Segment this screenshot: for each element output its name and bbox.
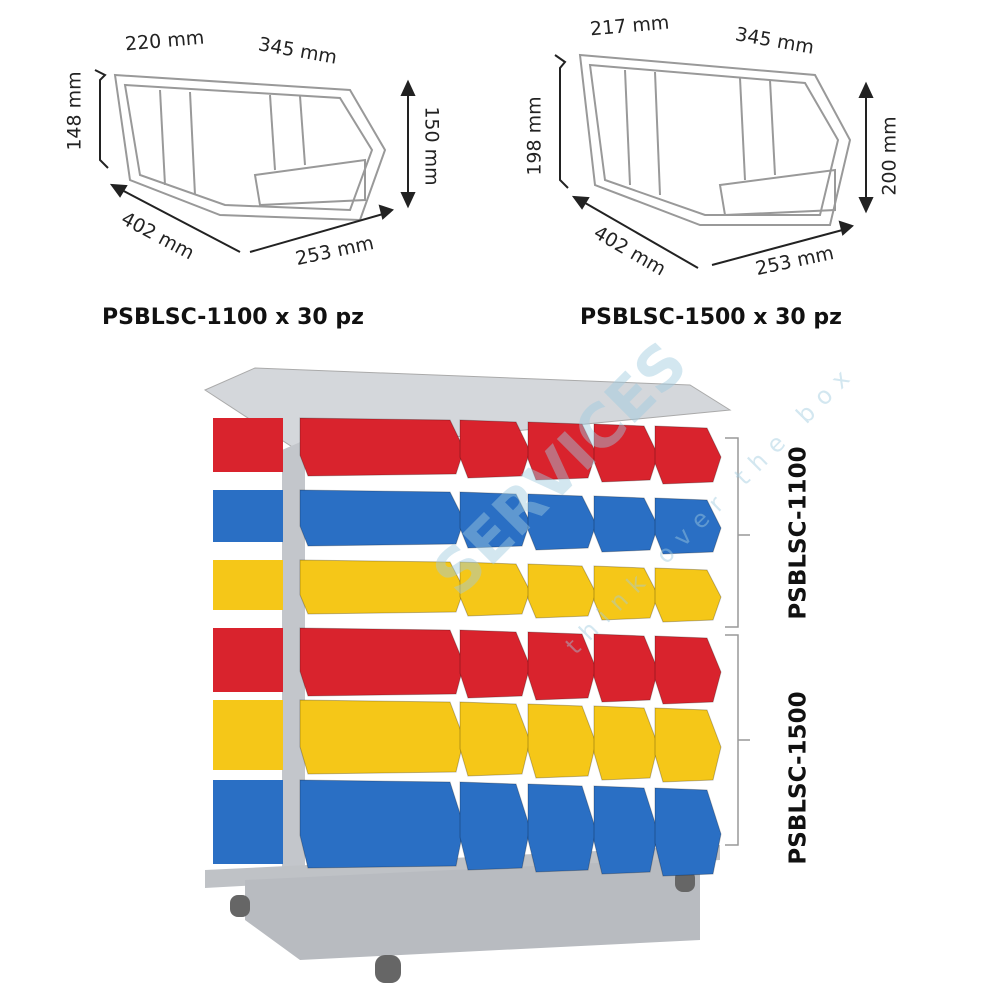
- rack-bin: [527, 631, 597, 701]
- rack-lower-label: PSBLSC-1500: [785, 691, 812, 865]
- rack-bin: [654, 787, 722, 877]
- rack-bin: [459, 419, 531, 479]
- rack-bin: [593, 423, 659, 483]
- rack-bin: [593, 495, 659, 553]
- side-bin: [213, 560, 283, 610]
- side-bin: [213, 700, 283, 770]
- rack-bin: [593, 565, 659, 621]
- rack-bins: [213, 417, 722, 877]
- rack-bin: [299, 417, 465, 477]
- small-bin-caption: PSBLSC-1100 x 30 pz: [102, 305, 364, 330]
- side-bin: [213, 418, 283, 472]
- bin-small-drawing: [113, 73, 387, 222]
- side-bin: [213, 780, 283, 864]
- small-front-height: 150 mm: [420, 106, 443, 186]
- side-bin: [213, 490, 283, 542]
- rack-bin: [459, 781, 531, 871]
- rack-bin: [593, 705, 659, 781]
- bin-large-arrows: [554, 54, 874, 269]
- rack-bin: [459, 629, 531, 699]
- rack-bin: [527, 783, 597, 873]
- rack-bin: [459, 491, 531, 549]
- range-brackets: [725, 437, 750, 846]
- large-front-height: 200 mm: [878, 116, 901, 196]
- rack-bin: [654, 425, 722, 485]
- rack-bin: [654, 707, 722, 783]
- rack-bin: [299, 489, 465, 547]
- large-bin-caption: PSBLSC-1500 x 30 pz: [580, 305, 842, 330]
- rack-bin: [527, 421, 597, 481]
- side-bin: [213, 628, 283, 692]
- rack-bin: [299, 699, 465, 775]
- rack-bin: [654, 567, 722, 623]
- small-back-height: 148 mm: [63, 71, 86, 151]
- rack-bin: [527, 703, 597, 779]
- rack-upper-label: PSBLSC-1100: [785, 446, 812, 620]
- bin-large-drawing: [578, 53, 852, 226]
- rack-bin: [459, 561, 531, 617]
- rack-bin: [654, 497, 722, 555]
- rack-bin: [299, 627, 465, 697]
- rack-bin: [593, 785, 659, 875]
- rack-bin: [299, 559, 465, 615]
- rack-bin: [459, 701, 531, 777]
- rack-bin: [527, 563, 597, 619]
- rack-bin: [593, 633, 659, 703]
- bin-small-arrows: [94, 69, 416, 253]
- rack-bin: [654, 635, 722, 705]
- large-back-height: 198 mm: [523, 96, 546, 176]
- rack-bin: [527, 493, 597, 551]
- rack-bin: [299, 779, 465, 869]
